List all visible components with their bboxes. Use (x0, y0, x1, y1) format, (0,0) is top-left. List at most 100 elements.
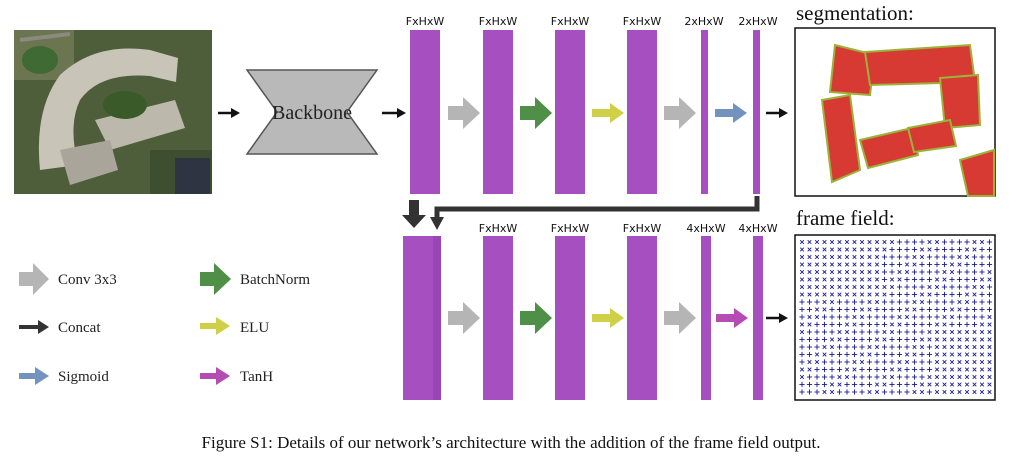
frame-field-cross (979, 239, 985, 245)
frame-field-cross (867, 284, 872, 290)
frame-field-cross (942, 344, 947, 350)
frame-field-cross (844, 367, 850, 372)
frame-field-cross (844, 247, 850, 252)
frame-field-cross (919, 299, 925, 305)
frame-field-cross (829, 389, 835, 395)
frame-field-cross (972, 337, 977, 342)
frame-field-cross (919, 254, 925, 260)
frame-field-cross (807, 359, 812, 365)
frame-field-cross (987, 277, 992, 282)
frame-field-cross (942, 352, 947, 357)
frame-field-cross (964, 247, 970, 252)
frame-field-cross (807, 254, 812, 260)
frame-field-cross (829, 284, 835, 290)
frame-field-cross (814, 247, 820, 252)
frame-field-cross (987, 352, 992, 357)
frame-field-cross (949, 382, 955, 387)
frame-field-cross (882, 337, 887, 342)
frame-field-cross (949, 314, 955, 320)
dim-label: 4xHxW (738, 222, 777, 235)
frame-field-cross (934, 277, 940, 282)
frame-field-cross (987, 337, 992, 342)
frame-field-cross (874, 389, 880, 395)
concat-legend-arrow (38, 320, 49, 334)
frame-field-cross (807, 367, 812, 372)
frame-field-cross (829, 247, 835, 252)
frame-field-cross (859, 269, 865, 275)
feature-block (753, 30, 760, 194)
frame-field-cross (822, 389, 827, 395)
frame-field-cross (837, 284, 842, 290)
frame-field-cross (867, 299, 872, 305)
dim-label: 2xHxW (684, 15, 723, 28)
dim-label: FxHxW (623, 222, 662, 235)
frame-field-cross (979, 367, 985, 372)
sigmoid-legend-arrow (19, 367, 49, 385)
frame-field-cross (957, 329, 962, 335)
frame-field-cross (987, 314, 992, 320)
frame-field-cross (927, 337, 932, 342)
frame-field-cross (889, 284, 895, 290)
batchnorm-arrow (520, 302, 552, 334)
frame-field-cross (852, 284, 857, 290)
frame-field-cross (859, 292, 865, 297)
frame-field-cross (949, 367, 955, 372)
frame-field-cross (904, 262, 910, 267)
frame-field-cross (927, 284, 932, 290)
frame-field-cross (852, 262, 857, 267)
batchnorm-arrow (520, 97, 552, 129)
elu-arrow (592, 103, 624, 123)
frame-field-cross (942, 367, 947, 372)
frame-field-cross (889, 374, 895, 380)
frame-field-cross (979, 277, 985, 282)
feature-block (627, 30, 657, 194)
bottom-dim-labels: FxHxW FxHxW FxHxW 4xHxW 4xHxW (479, 222, 778, 235)
frame-field-cross (972, 367, 977, 372)
frame-field-cross (912, 352, 917, 357)
feature-block (701, 236, 711, 400)
top-row-blocks (410, 30, 760, 194)
frame-field-cross (942, 329, 947, 335)
architecture-diagram: Backbone (14, 1, 996, 401)
frame-field-cross (799, 367, 805, 372)
frame-field-cross (987, 322, 992, 327)
frame-field-cross (957, 262, 962, 267)
frame-field-cross (814, 359, 820, 365)
frame-field-cross (897, 367, 902, 372)
frame-field-cross (867, 254, 872, 260)
legend-tanh: TanH (200, 367, 273, 385)
feature-block (410, 30, 440, 194)
legend-elu-label: ELU (240, 320, 269, 336)
frame-field-cross (972, 382, 977, 387)
conv-arrow (448, 97, 480, 129)
frame-field-cross (837, 254, 842, 260)
frame-field-cross (949, 374, 955, 380)
feature-block (701, 30, 708, 194)
legend-concat: Concat (19, 320, 101, 336)
frame-field-cross (844, 277, 850, 282)
frame-field-cross (957, 352, 962, 357)
frame-field-cross (934, 359, 940, 365)
frame-field-cross (934, 389, 940, 395)
frame-field-cross (957, 382, 962, 387)
frame-field-cross (987, 269, 992, 275)
frame-field-cross (822, 239, 827, 245)
feature-block (433, 236, 441, 400)
legend-elu: ELU (200, 317, 269, 336)
frame-field-cross (912, 307, 917, 312)
frame-field-cross (972, 247, 977, 252)
legend-conv-label: Conv 3x3 (58, 272, 117, 288)
frame-field-cross (844, 262, 850, 267)
frame-field-cross (904, 307, 910, 312)
segmentation-output (794, 27, 996, 197)
frame-field-cross (859, 352, 865, 357)
frame-field-cross (829, 269, 835, 275)
dim-label: FxHxW (406, 15, 445, 28)
frame-field-cross (979, 389, 985, 395)
frame-field-cross (957, 374, 962, 380)
frame-field-cross (822, 254, 827, 260)
frame-field-cross (829, 292, 835, 297)
frame-field-cross (949, 344, 955, 350)
frame-field-cross (867, 239, 872, 245)
frame-field-cross (867, 247, 872, 252)
